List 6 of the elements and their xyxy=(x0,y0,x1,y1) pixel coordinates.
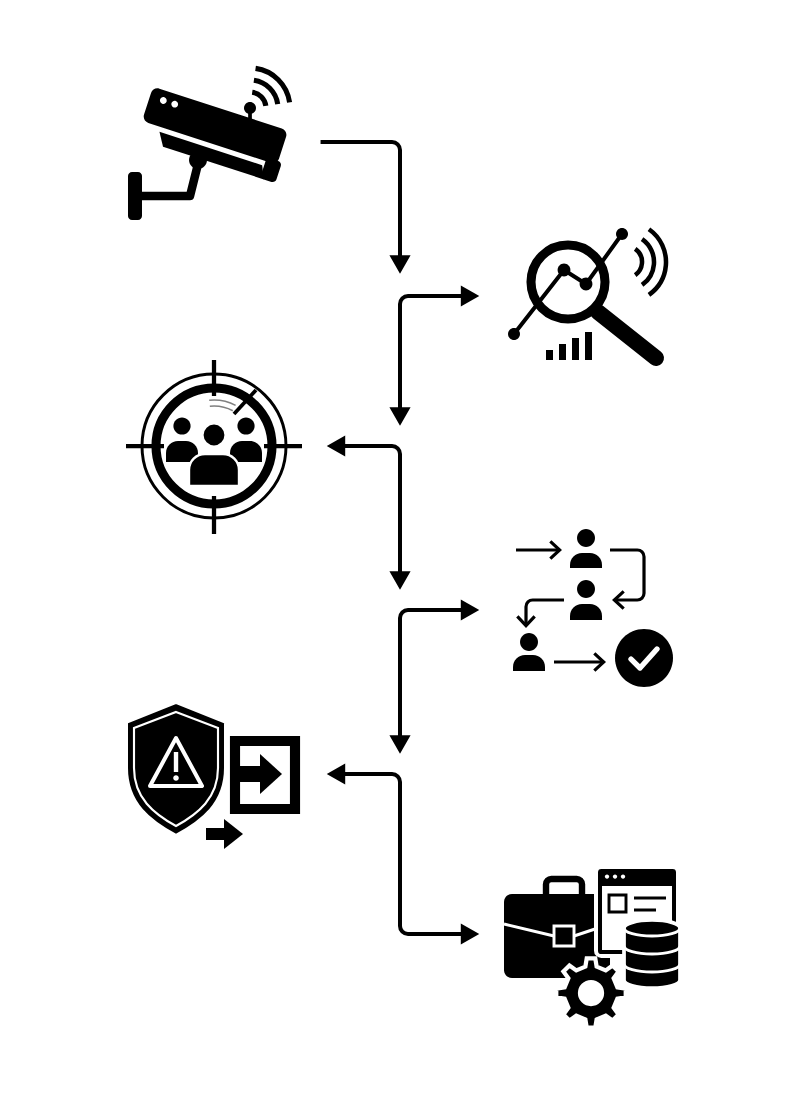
briefcase-data-icon xyxy=(502,865,682,1030)
security-camera-icon xyxy=(128,65,293,220)
magnifier-chart-icon xyxy=(508,227,669,366)
target-group-icon xyxy=(123,357,305,537)
shield-warning-icon xyxy=(124,700,301,849)
workflow-people-icon xyxy=(513,529,673,687)
